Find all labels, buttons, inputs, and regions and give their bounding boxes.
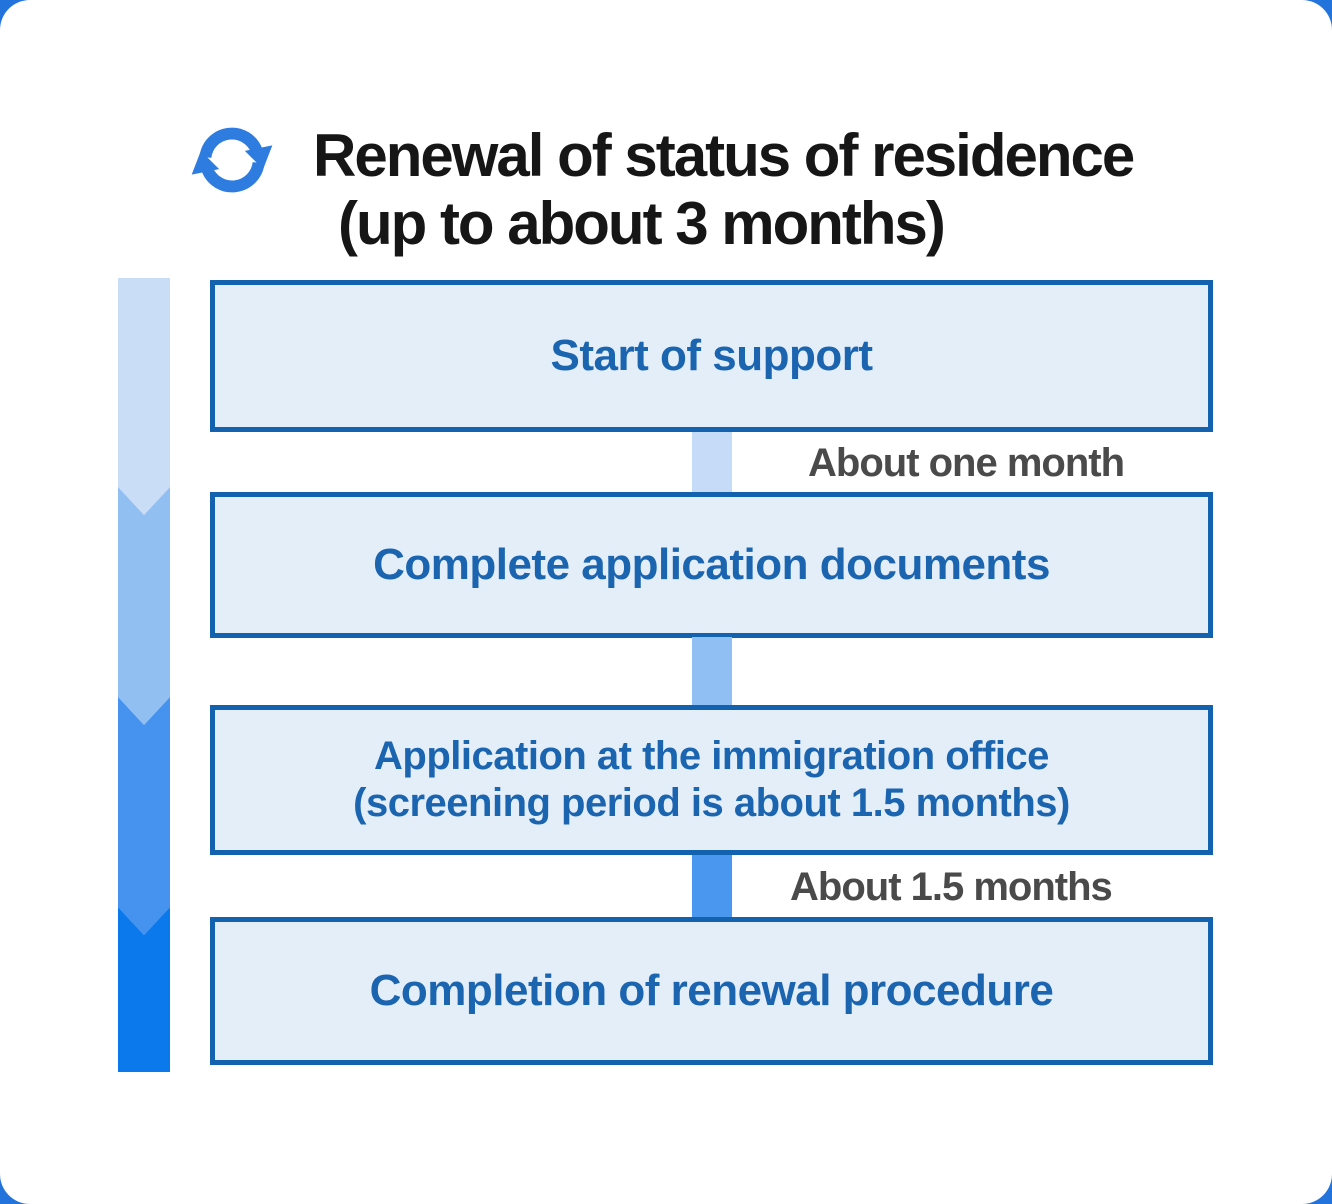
step-label: Start of support xyxy=(550,330,873,380)
step-label: Completion of renewal procedure xyxy=(369,965,1054,1015)
connector-2 xyxy=(692,637,732,705)
interval-label-1: About one month xyxy=(808,441,1125,485)
step-box-complete-documents: Complete application documents xyxy=(210,492,1213,638)
step-box-completion-renewal: Completion of renewal procedure xyxy=(210,917,1213,1065)
step-box-application-immigration-office: Application at the immigration office (s… xyxy=(210,705,1213,855)
step-label: Complete application documents xyxy=(373,539,1050,589)
connector-3 xyxy=(692,855,732,917)
page-title-line2: (up to about 3 months) xyxy=(338,190,946,258)
step-sublabel: (screening period is about 1.5 months) xyxy=(353,781,1070,825)
page-title: Renewal of status of residence (up to ab… xyxy=(313,122,1135,258)
interval-label-3: About 1.5 months xyxy=(790,865,1113,909)
page-title-line1: Renewal of status of residence xyxy=(313,122,1135,190)
connector-1 xyxy=(692,432,732,492)
step-label: Application at the immigration office xyxy=(374,734,1049,778)
step-box-start-of-support: Start of support xyxy=(210,280,1213,432)
sync-icon xyxy=(188,116,276,204)
timeline-arrow xyxy=(118,278,170,1072)
